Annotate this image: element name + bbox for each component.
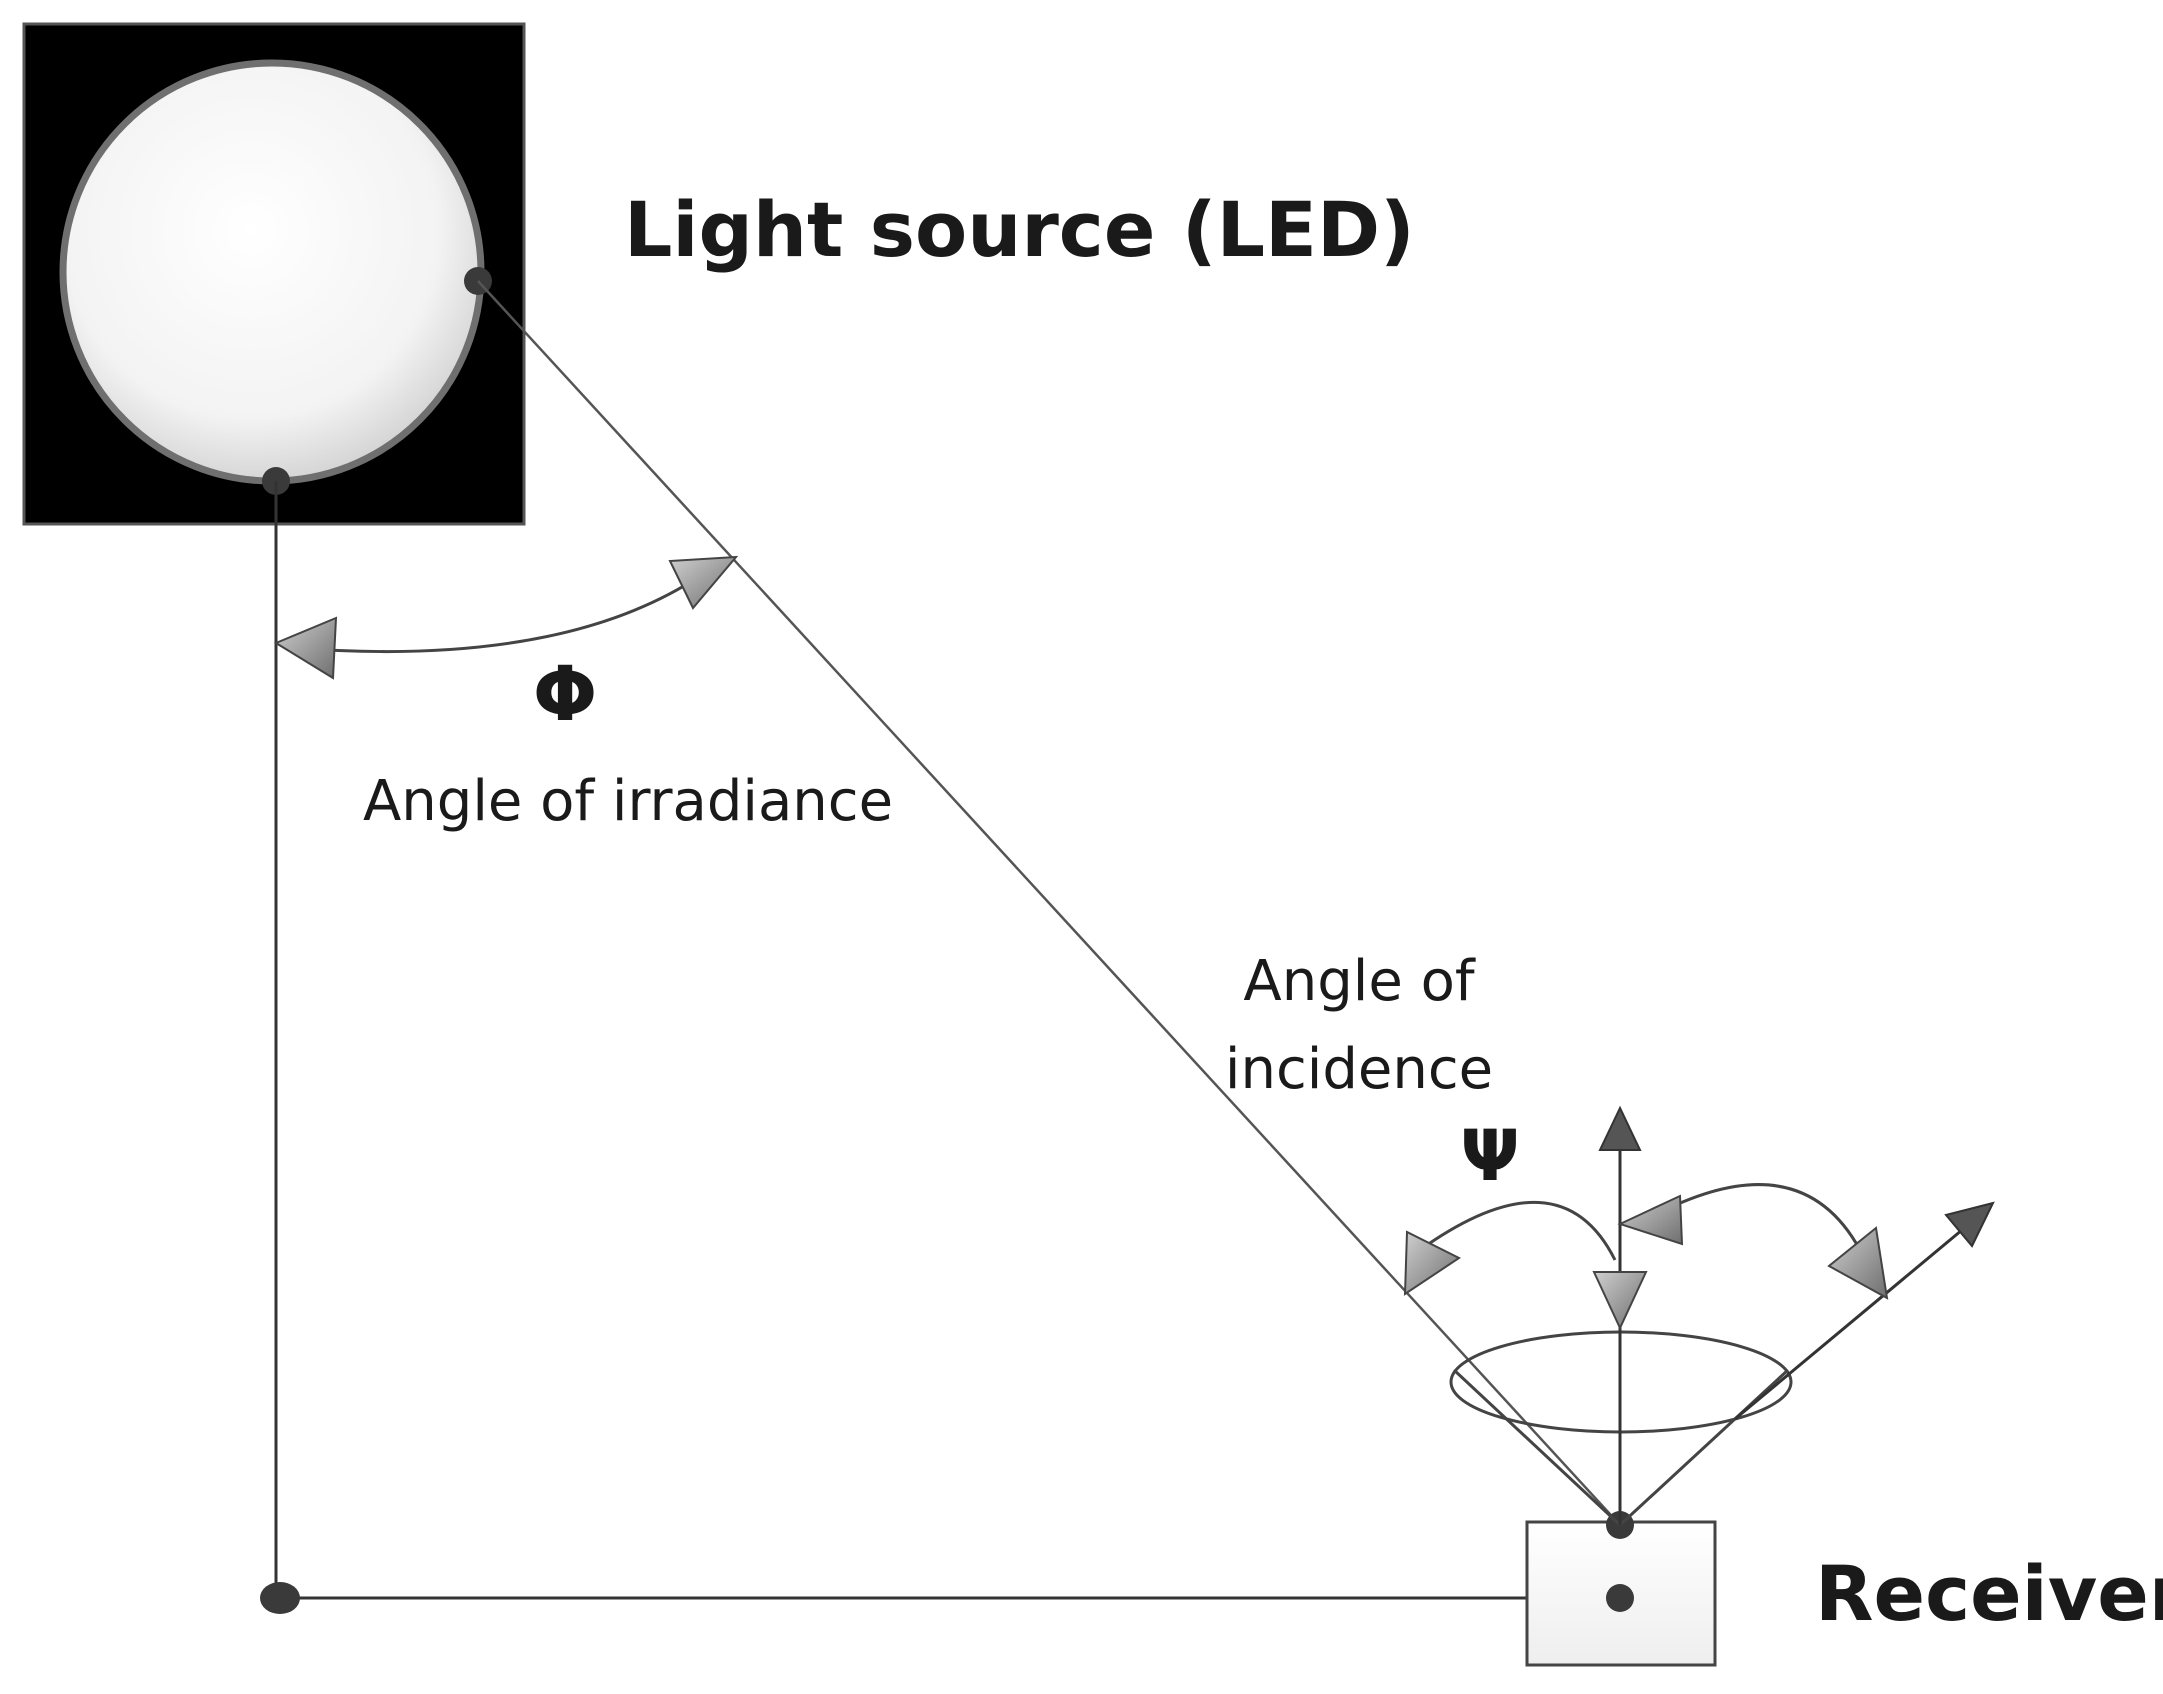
receiver-label: Receiver	[1815, 1549, 2163, 1638]
fov-arrowhead-right	[1827, 1226, 1889, 1300]
psi-symbol-label: Ψ	[1460, 1115, 1519, 1197]
incidence-arrowhead-left	[1403, 1230, 1461, 1296]
phi-symbol-label: Φ	[533, 649, 598, 738]
incidence-angle-arc	[1403, 1200, 1648, 1331]
fov-angle-arc	[1617, 1183, 1889, 1300]
light-ray-line	[477, 280, 1621, 1526]
irradiance-label: Angle of irradiance	[363, 769, 893, 834]
incidence-label-line1: Angle of	[1243, 949, 1475, 1014]
floor-origin-point	[260, 1582, 300, 1614]
fov-edge-arrowhead	[1944, 1201, 1995, 1248]
irradiance-angle-arc	[273, 555, 739, 680]
irradiance-arrowhead-right	[668, 555, 739, 610]
irradiance-arrowhead-left	[273, 616, 338, 680]
receiver-normal-arrow	[1598, 1105, 1642, 1525]
fov-arrowhead-left	[1617, 1194, 1684, 1246]
receiver-center-point	[1606, 1584, 1634, 1612]
light-source-label: Light source (LED)	[624, 185, 1415, 274]
led-emitter	[59, 59, 485, 485]
receiver	[1525, 1511, 1717, 1667]
fov-edge-arrow	[1734, 1201, 1995, 1421]
incidence-label-line2: incidence	[1225, 1037, 1493, 1102]
normal-arrowhead	[1598, 1105, 1642, 1151]
incidence-arrowhead-down	[1592, 1271, 1648, 1331]
led-light-source	[22, 22, 526, 526]
